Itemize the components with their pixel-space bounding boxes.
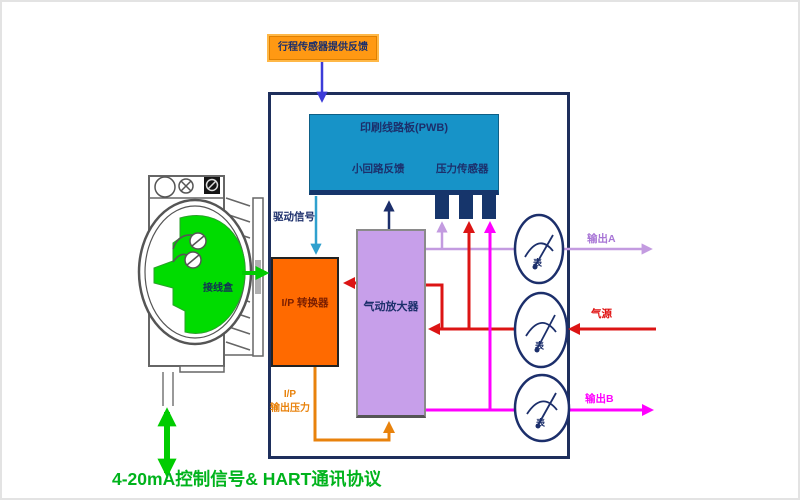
gauge-a-label: 表 xyxy=(533,258,543,268)
valve-body-outline xyxy=(148,175,225,367)
pwb-box xyxy=(309,114,499,195)
mounting-plate-tab xyxy=(255,260,261,294)
pressure-sensor-port xyxy=(435,195,449,219)
valve-cover-inner xyxy=(144,205,246,339)
control-signal-caption: 4-20mA控制信号& HART通讯协议 xyxy=(112,469,382,489)
ground-lug xyxy=(204,177,220,194)
pressure-sensor-label: 压力传感器 xyxy=(436,163,489,175)
valve-fins xyxy=(224,197,254,356)
ip-converter-box xyxy=(271,257,339,367)
pneumatic-amplifier-box xyxy=(356,229,426,418)
output-a-label: 输出A xyxy=(587,233,616,245)
terminal-screw-icon xyxy=(184,251,202,269)
drive-signal-label: 驱动信号 xyxy=(273,211,315,223)
ip-output-pressure-label: I/P 输出压力 xyxy=(270,389,310,414)
air-supply-label: 气源 xyxy=(591,308,612,320)
mounting-plate xyxy=(252,197,264,357)
terminal-screw-icon xyxy=(189,232,207,250)
vent-hole-icon xyxy=(154,176,176,198)
loop-feedback-label: 小回路反馈 xyxy=(352,163,405,175)
positioner-enclosure-box xyxy=(268,92,570,459)
pwb-title: 印刷线路板(PWB) xyxy=(360,122,448,134)
gauge-supply-label: 表 xyxy=(535,341,545,351)
travel-sensor-banner: 行程传感器提供反馈 xyxy=(267,34,379,62)
junction-box-label: 接线盒 xyxy=(203,283,233,294)
gauge-b-label: 表 xyxy=(536,418,546,428)
junction-box-green-area xyxy=(153,215,246,334)
valve-cover-outer xyxy=(137,198,253,346)
screw-icon xyxy=(178,178,194,194)
output-b-label: 输出B xyxy=(585,393,614,405)
pneumatic-amplifier-label: 气动放大器 xyxy=(363,301,419,313)
pressure-sensor-port xyxy=(482,195,496,219)
pressure-sensor-port xyxy=(459,195,473,219)
ip-converter-label: I/P 转换器 xyxy=(281,297,329,309)
